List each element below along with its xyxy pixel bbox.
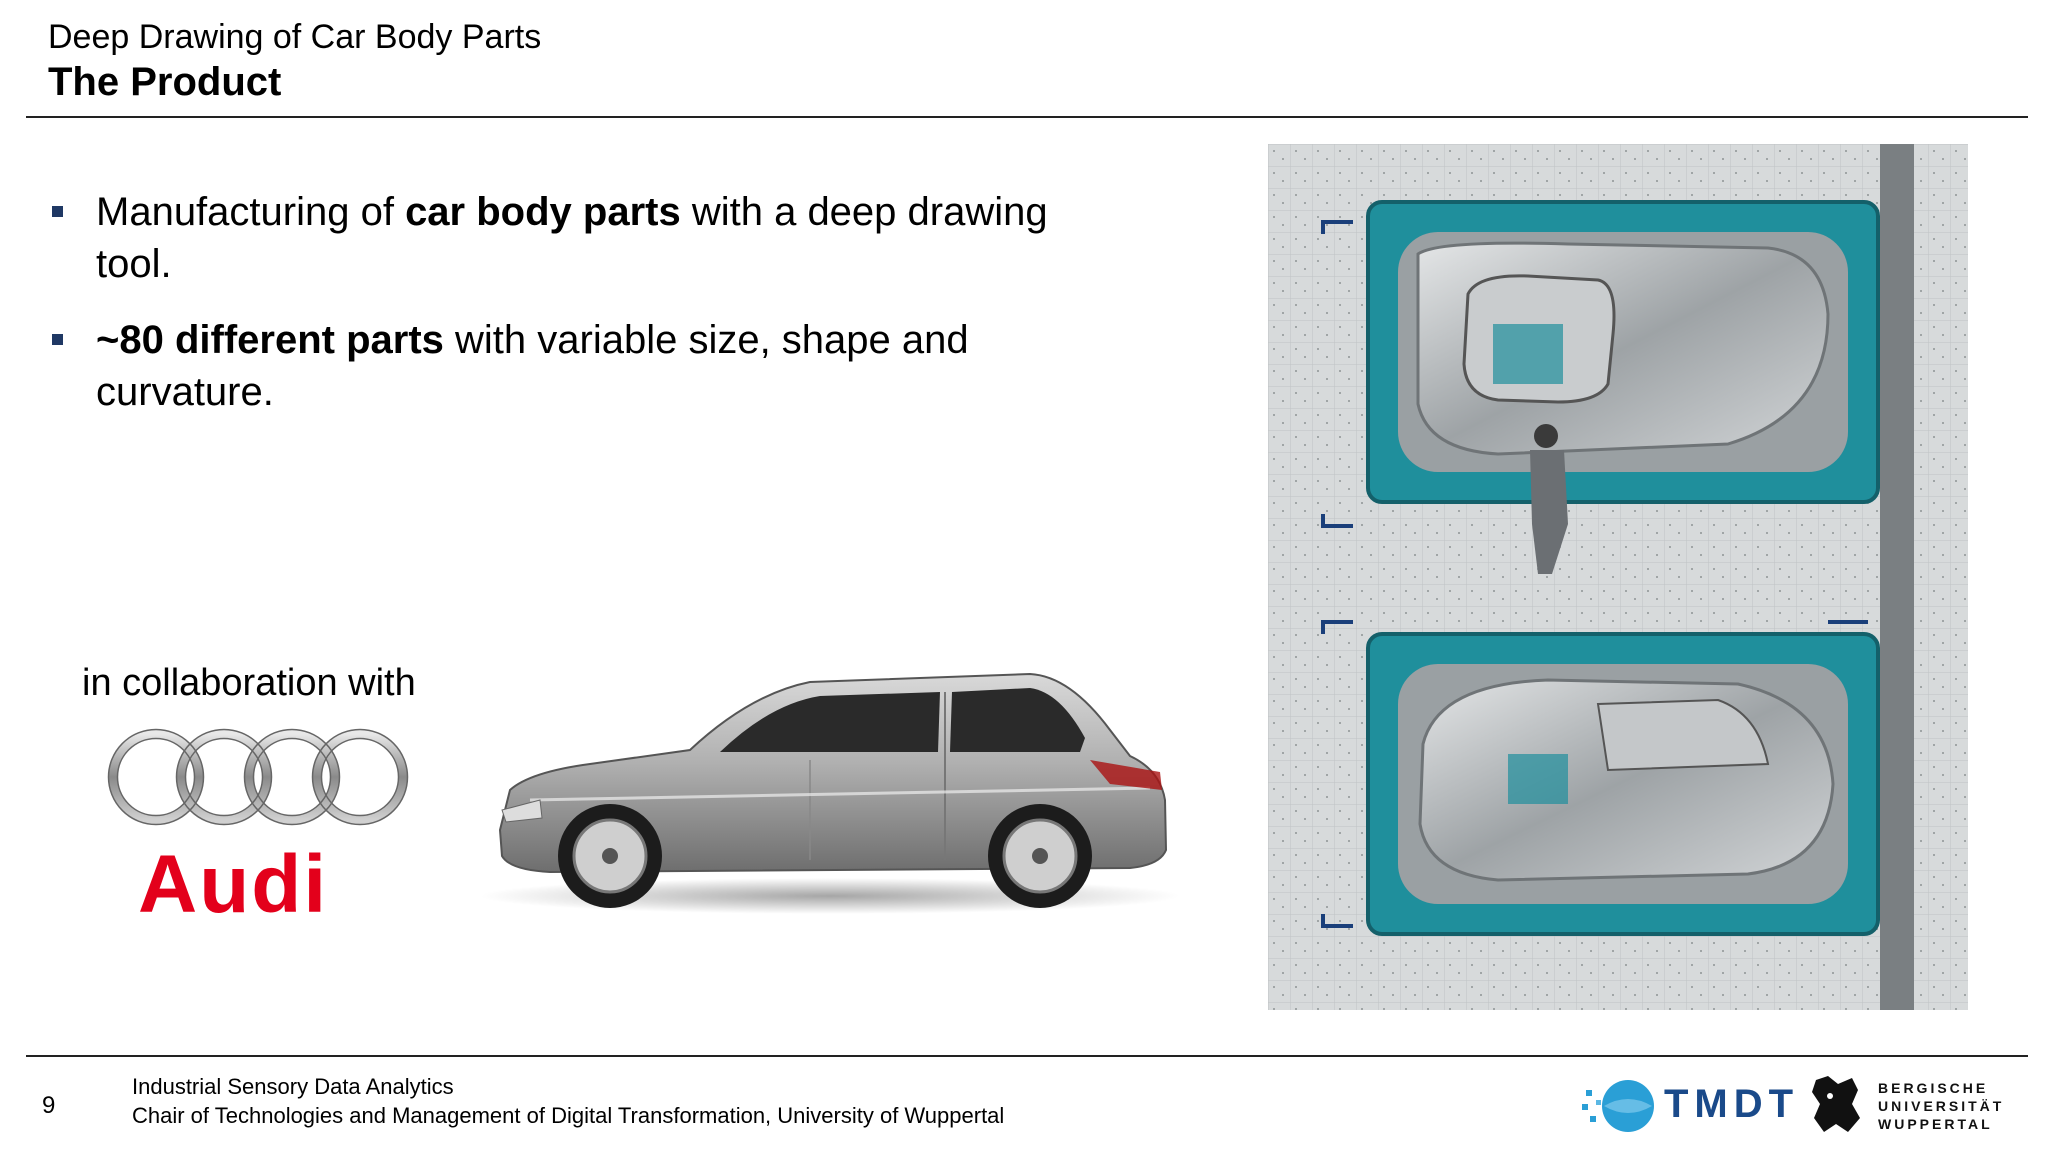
bullet-text: Manufacturing of (96, 190, 406, 234)
university-crest-icon (1812, 1076, 1860, 1132)
bullet-item: Manufacturing of car body parts with a d… (48, 186, 1098, 290)
header-divider (26, 116, 2028, 118)
footer-line-1: Industrial Sensory Data Analytics (132, 1074, 454, 1099)
bullet-bold-text: ~80 different parts (96, 318, 444, 362)
footer-divider (26, 1055, 2028, 1057)
bullet-text: with a deep drawing tool. (96, 190, 1048, 286)
bullet-bold-text: car body parts (405, 190, 681, 234)
car-image (480, 672, 1180, 914)
bullet-square-icon (52, 334, 63, 345)
deep-drawing-tool-photo (1268, 144, 1968, 1010)
slide-title: The Product (48, 60, 282, 104)
page-number: 9 (42, 1092, 56, 1119)
bullet-text: with variable size, shape and curvature. (96, 318, 969, 414)
tmdt-logo-text: TMDT (1664, 1082, 1800, 1126)
collaboration-label: in collaboration with (82, 662, 416, 704)
university-name-line-2: UNIVERSITÄT (1878, 1098, 2005, 1114)
bullet-square-icon (52, 206, 63, 217)
university-name-line-3: WUPPERTAL (1878, 1116, 1993, 1132)
audi-wordmark: Audi (138, 839, 329, 930)
footer-line-2: Chair of Technologies and Management of … (132, 1103, 1005, 1128)
slide-subtitle: Deep Drawing of Car Body Parts (48, 18, 542, 56)
tmdt-globe-icon (1582, 1080, 1654, 1132)
bullet-item: ~80 different parts with variable size, … (48, 314, 1098, 418)
audi-rings-logo (107, 728, 409, 826)
bullet-list: Manufacturing of car body parts with a d… (48, 186, 1098, 442)
university-name-line-1: BERGISCHE (1878, 1080, 1989, 1096)
